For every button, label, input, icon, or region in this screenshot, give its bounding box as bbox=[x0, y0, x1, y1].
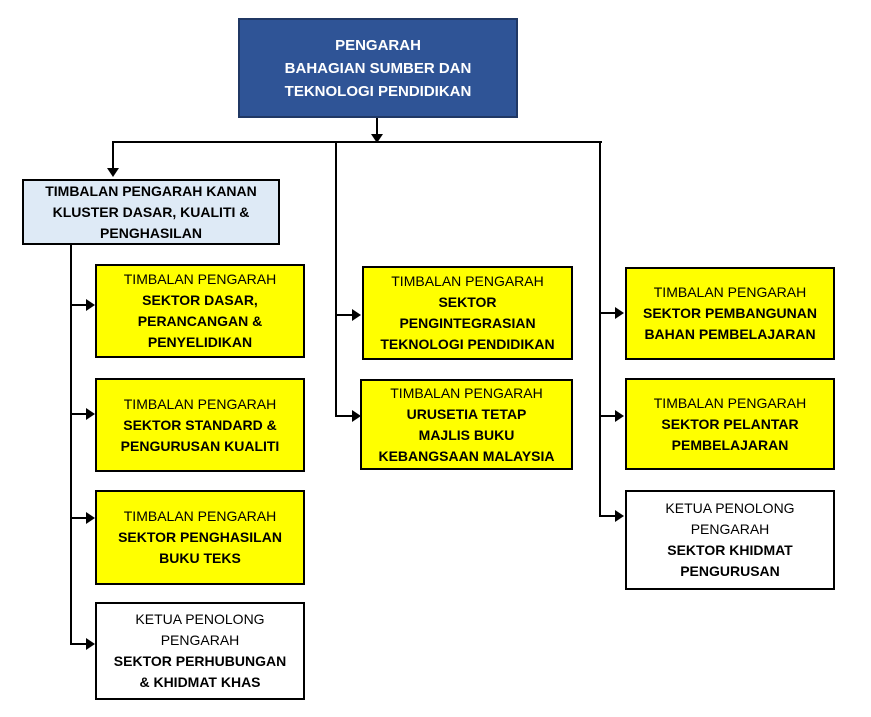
role-label: TIMBALAN PENGARAH bbox=[123, 271, 277, 287]
connector-mid2-branch bbox=[335, 415, 352, 417]
org-box-sektor-dasar: TIMBALAN PENGARAH SEKTOR DASAR, PERANCAN… bbox=[95, 264, 305, 358]
arrow-right-right1-icon bbox=[615, 307, 624, 319]
org-box-sektor-perhubungan: KETUA PENOLONG PENGARAH SEKTOR PERHUBUNG… bbox=[95, 602, 305, 700]
unit-label: SEKTOR STANDARD & PENGURUSAN KUALITI bbox=[120, 416, 280, 454]
org-box-sektor-pembangunan: TIMBALAN PENGARAH SEKTOR PEMBANGUNAN BAH… bbox=[625, 267, 835, 360]
unit-label: SEKTOR PERHUBUNGAN & KHIDMAT KHAS bbox=[113, 653, 287, 690]
role-label: TIMBALAN PENGARAH bbox=[653, 394, 807, 411]
connector-middle-spine bbox=[335, 143, 337, 417]
connector-right3-branch bbox=[599, 515, 615, 517]
connector-left2-branch bbox=[70, 413, 86, 415]
arrow-right-mid1-icon bbox=[352, 309, 361, 321]
unit-label: SEKTOR PELANTAR PEMBELAJARAN bbox=[661, 415, 799, 453]
role-label: TIMBALAN PENGARAH bbox=[123, 395, 277, 412]
connector-senior-drop bbox=[112, 143, 114, 169]
arrow-right-left3-icon bbox=[86, 512, 95, 524]
org-box-sektor-pengintegrasian: TIMBALAN PENGARAH SEKTOR PENGINTEGRASIAN… bbox=[362, 266, 573, 360]
arrow-right-left2-icon bbox=[86, 408, 95, 420]
connector-left-spine bbox=[70, 245, 72, 645]
org-box-timbalan-pengarah-kanan: TIMBALAN PENGARAH KANAN KLUSTER DASAR, K… bbox=[22, 179, 280, 245]
org-box-timbalan-pengarah-kanan-title: TIMBALAN PENGARAH KANAN KLUSTER DASAR, K… bbox=[45, 182, 257, 241]
arrow-right-right3-icon bbox=[615, 510, 624, 522]
role-label: TIMBALAN PENGARAH bbox=[390, 384, 543, 401]
unit-label: URUSETIA TETAP MAJLIS BUKU KEBANGSAAN MA… bbox=[378, 405, 555, 464]
role-label: KETUA PENOLONG PENGARAH bbox=[135, 611, 265, 648]
unit-label: SEKTOR DASAR, PERANCANGAN & PENYELIDIKAN bbox=[137, 292, 263, 350]
connector-mid1-branch bbox=[335, 314, 352, 316]
arrow-down-senior-icon bbox=[107, 168, 119, 177]
org-box-pengarah: PENGARAH BAHAGIAN SUMBER DAN TEKNOLOGI P… bbox=[238, 18, 518, 118]
arrow-right-left4-icon bbox=[86, 638, 95, 650]
role-label: TIMBALAN PENGARAH bbox=[123, 508, 277, 524]
unit-label: SEKTOR PENGHASILAN BUKU TEKS bbox=[118, 529, 282, 566]
org-box-urusetia-tetap: TIMBALAN PENGARAH URUSETIA TETAP MAJLIS … bbox=[360, 379, 573, 470]
org-box-sektor-penghasilan: TIMBALAN PENGARAH SEKTOR PENGHASILAN BUK… bbox=[95, 490, 305, 585]
unit-label: SEKTOR PENGINTEGRASIAN TEKNOLOGI PENDIDI… bbox=[380, 294, 555, 352]
org-box-sektor-standard: TIMBALAN PENGARAH SEKTOR STANDARD & PENG… bbox=[95, 378, 305, 472]
arrow-down-root-icon bbox=[371, 134, 383, 143]
connector-main-horizontal bbox=[112, 141, 602, 143]
unit-label: SEKTOR KHIDMAT PENGURUSAN bbox=[667, 542, 793, 579]
arrow-right-right2-icon bbox=[615, 410, 624, 422]
org-box-sektor-pelantar: TIMBALAN PENGARAH SEKTOR PELANTAR PEMBEL… bbox=[625, 378, 835, 470]
connector-root-stem bbox=[376, 118, 378, 135]
unit-label: SEKTOR PEMBANGUNAN BAHAN PEMBELAJARAN bbox=[643, 305, 817, 342]
connector-right1-branch bbox=[599, 312, 615, 314]
org-box-pengarah-title: PENGARAH BAHAGIAN SUMBER DAN TEKNOLOGI P… bbox=[284, 36, 472, 100]
connector-right-spine bbox=[599, 143, 601, 517]
arrow-right-left1-icon bbox=[86, 299, 95, 311]
connector-left3-branch bbox=[70, 517, 86, 519]
role-label: KETUA PENOLONG PENGARAH bbox=[665, 500, 795, 537]
connector-right2-branch bbox=[599, 415, 615, 417]
org-box-sektor-khidmat: KETUA PENOLONG PENGARAH SEKTOR KHIDMAT P… bbox=[625, 490, 835, 590]
connector-left4-branch bbox=[70, 643, 86, 645]
connector-left1-branch bbox=[70, 304, 86, 306]
role-label: TIMBALAN PENGARAH bbox=[653, 284, 807, 300]
role-label: TIMBALAN PENGARAH bbox=[391, 273, 544, 289]
arrow-right-mid2-icon bbox=[352, 410, 361, 422]
